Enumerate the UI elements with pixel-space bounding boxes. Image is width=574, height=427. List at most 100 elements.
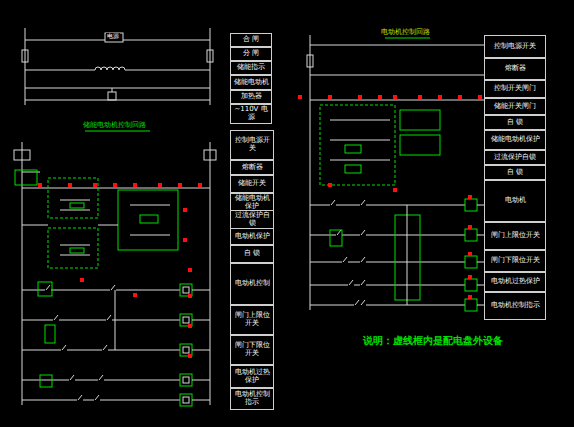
component-box xyxy=(70,248,84,253)
cell-text: 电动机过热保护 xyxy=(231,368,273,385)
wire xyxy=(310,285,348,286)
table-cell: 闸门上限位开关 xyxy=(484,222,546,250)
terminal xyxy=(38,183,42,187)
wire xyxy=(95,395,99,400)
table-cell: 合 闸 xyxy=(230,33,272,47)
wire xyxy=(83,400,94,401)
table-cell: 熔断器 xyxy=(230,160,274,175)
component-box xyxy=(45,325,55,343)
cell-text: 储能电动机 xyxy=(232,78,271,88)
cell-text: 自 锁 xyxy=(505,168,525,178)
table-cell: 储能指示 xyxy=(230,61,272,75)
wire xyxy=(112,88,113,92)
table-cell: 电动机过热保护 xyxy=(230,365,274,388)
wire xyxy=(51,290,110,291)
table-cell: 电动机保护 xyxy=(230,228,274,245)
component-box xyxy=(183,377,189,383)
component-box xyxy=(204,150,216,160)
table-cell: 电动机控制 xyxy=(230,263,274,305)
wire xyxy=(22,290,45,291)
component-box xyxy=(345,165,361,173)
wire xyxy=(310,305,354,306)
title-label: 电源 xyxy=(106,33,120,40)
component-box xyxy=(465,229,477,241)
table-cell: 电动机 xyxy=(484,180,546,222)
component-box xyxy=(400,135,440,155)
wire xyxy=(22,380,69,381)
terminal xyxy=(478,95,482,99)
wire xyxy=(104,380,180,381)
cell-text: ~110V 电源 xyxy=(231,105,271,122)
wire xyxy=(99,375,103,380)
cell-text: 熔断器 xyxy=(240,163,265,173)
table-cell: 储能开关 xyxy=(230,175,274,193)
wire xyxy=(310,45,496,46)
component-box xyxy=(140,215,158,223)
wire xyxy=(60,245,90,246)
component-box xyxy=(320,105,395,185)
cell-text: 电动机过热保护 xyxy=(489,277,542,287)
wire xyxy=(111,285,115,290)
component-box xyxy=(180,394,192,406)
wire xyxy=(130,235,170,236)
cell-text: 储能开关 xyxy=(236,179,268,189)
coil xyxy=(107,67,113,70)
table-cell: 电动机控制指示 xyxy=(230,388,274,410)
terminal xyxy=(80,278,84,282)
wire xyxy=(98,225,118,226)
cell-text: 闸门下限位开关 xyxy=(231,341,273,358)
cell-text: 电动机控制指示 xyxy=(231,390,273,407)
component-box xyxy=(465,199,477,211)
table-cell: 自 锁 xyxy=(484,115,546,130)
table-cell: 控制开关闸门 xyxy=(484,80,546,98)
table-cell: 熔断器 xyxy=(484,58,546,80)
wire xyxy=(103,345,107,350)
terminal xyxy=(393,188,397,192)
component-box xyxy=(465,279,477,291)
cell-text: 分 闸 xyxy=(241,49,261,59)
table-cell: 过流保护自锁 xyxy=(484,150,546,165)
wire xyxy=(361,200,365,205)
wire xyxy=(331,200,335,205)
wire xyxy=(385,38,430,39)
table-cell: 自 锁 xyxy=(484,165,546,180)
cell-text: 电动机控制指示 xyxy=(489,301,542,311)
wire xyxy=(366,235,465,236)
terminal xyxy=(68,183,72,187)
cell-text: 储能指示 xyxy=(235,63,267,73)
wire xyxy=(192,380,210,381)
wire xyxy=(361,280,365,285)
wire xyxy=(116,290,180,291)
wire xyxy=(210,28,211,40)
terminal xyxy=(418,95,422,99)
wire xyxy=(59,320,106,321)
wire xyxy=(22,400,77,401)
component-box xyxy=(307,55,313,67)
cell-text: 自 锁 xyxy=(505,118,525,128)
cell-text: 合 闸 xyxy=(241,35,261,45)
wire xyxy=(310,100,496,101)
wire xyxy=(342,235,360,236)
cell-text: 储能开关闸门 xyxy=(492,102,538,112)
wire xyxy=(22,350,61,351)
terminal xyxy=(133,293,137,297)
cell-text: 过流保护自锁 xyxy=(231,211,273,228)
component-box xyxy=(14,150,30,160)
wire xyxy=(310,35,311,310)
terminal xyxy=(468,295,472,299)
table-cell: 过流保护自锁 xyxy=(230,210,274,230)
wire xyxy=(337,230,341,235)
component-box xyxy=(48,228,98,268)
terminal xyxy=(328,95,332,99)
component-box xyxy=(465,299,477,311)
terminal xyxy=(393,95,397,99)
coil xyxy=(119,67,125,70)
wire xyxy=(192,350,210,351)
wire xyxy=(22,188,210,189)
wire xyxy=(366,205,465,206)
wire xyxy=(210,142,211,405)
wire xyxy=(85,131,150,132)
wire xyxy=(100,400,180,401)
terminal xyxy=(188,324,192,328)
wire xyxy=(354,285,360,286)
